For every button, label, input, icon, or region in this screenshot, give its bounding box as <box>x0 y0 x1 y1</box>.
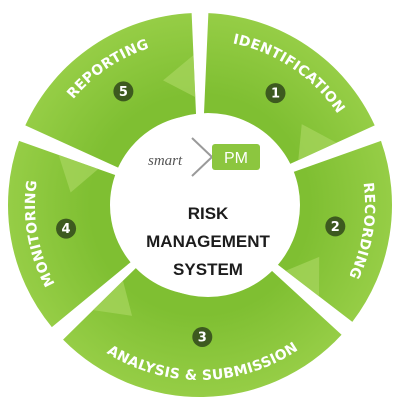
badges-layer: 1 2 3 4 5 <box>56 81 346 347</box>
center-title-line-2: MANAGEMENT <box>146 232 270 251</box>
segment-1-highlight <box>298 124 337 161</box>
step-3-badge-circle <box>192 326 213 347</box>
center-panel: smart PM RISK MANAGEMENT SYSTEM <box>116 113 300 297</box>
step-4-badge-circle <box>56 218 77 239</box>
smartpm-logo: smart PM <box>148 137 260 177</box>
step-1-badge: 1 <box>265 83 286 104</box>
step-3-number: 3 <box>198 330 207 345</box>
logo-pm-text: PM <box>224 150 248 167</box>
step-5-number: 5 <box>119 85 128 100</box>
step-4-number: 4 <box>62 222 71 237</box>
step-5-badge-circle <box>113 81 134 102</box>
step-2-number: 2 <box>331 220 340 235</box>
logo-smart-text: smart <box>148 153 183 169</box>
step-4-badge: 4 <box>56 218 77 239</box>
segment-5-highlight <box>163 55 196 98</box>
step-1-number: 1 <box>271 87 280 102</box>
segment-2-highlight <box>285 256 320 297</box>
step-2-badge-circle <box>325 216 346 237</box>
segment-1 <box>203 13 375 168</box>
step-1-badge-circle <box>265 83 286 104</box>
center-title-line-3: SYSTEM <box>173 260 243 279</box>
segment-3-highlight <box>93 280 133 316</box>
segment-4-highlight <box>58 154 99 193</box>
step-3-badge: 3 <box>192 326 213 347</box>
step-2-badge: 2 <box>325 216 346 237</box>
center-title-line-1: RISK <box>188 204 229 223</box>
logo-pm-badge <box>212 144 260 170</box>
segment-5 <box>25 13 197 168</box>
step-5-badge: 5 <box>113 81 134 102</box>
